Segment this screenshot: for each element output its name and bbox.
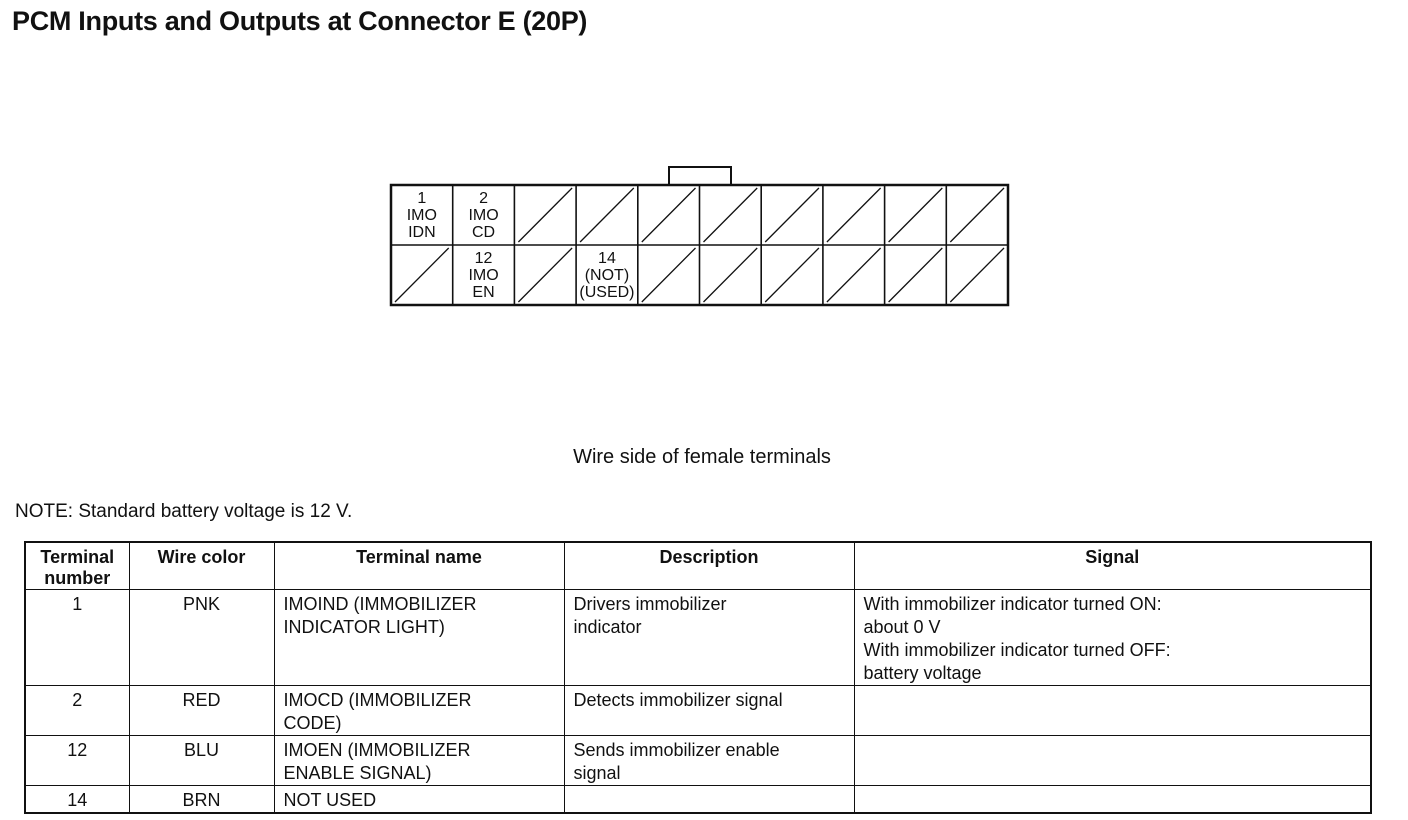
pin-number: 1	[417, 190, 426, 207]
io-table: Terminal number Wire color Terminal name…	[24, 541, 1372, 814]
empty-cavity-hatch	[517, 247, 573, 303]
pin-label: IMO	[468, 267, 498, 284]
wire-color: BLU	[128, 735, 275, 786]
header-terminal-number: Terminal number	[24, 541, 130, 590]
empty-cavity-hatch	[641, 247, 696, 303]
pin-number: 2	[479, 190, 488, 207]
header-description: Description	[563, 541, 855, 590]
empty-cavity-hatch	[888, 187, 943, 243]
terminal-name: IMOCD (IMMOBILIZER CODE)	[273, 685, 565, 736]
terminal-name: NOT USED	[273, 785, 565, 814]
empty-cavity-hatch	[826, 187, 882, 243]
terminal-number: 12	[24, 735, 130, 786]
terminal-signal	[853, 735, 1372, 786]
pin-label: IDN	[408, 224, 436, 241]
terminal-signal: With immobilizer indicator turned ON: ab…	[853, 589, 1372, 686]
terminal-number: 1	[24, 589, 130, 686]
terminal-name: IMOEN (IMMOBILIZER ENABLE SIGNAL)	[273, 735, 565, 786]
empty-cavity-hatch	[949, 247, 1005, 303]
empty-cavity-hatch	[826, 247, 882, 303]
terminal-number: 14	[24, 785, 130, 814]
empty-cavity-hatch	[641, 187, 696, 243]
table-row: 1 PNK IMOIND (IMMOBILIZER INDICATOR LIGH…	[24, 589, 1372, 686]
connector-lock-tab	[668, 166, 732, 187]
header-terminal-name: Terminal name	[273, 541, 565, 590]
terminal-name: IMOIND (IMMOBILIZER INDICATOR LIGHT)	[273, 589, 565, 686]
empty-cavity-hatch	[888, 247, 943, 303]
table-row: 2 RED IMOCD (IMMOBILIZER CODE) Detects i…	[24, 685, 1372, 736]
empty-cavity-hatch	[517, 187, 573, 243]
terminal-description: Drivers immobilizer indicator	[563, 589, 855, 686]
table-header-row: Terminal number Wire color Terminal name…	[24, 541, 1372, 590]
battery-voltage-note: NOTE: Standard battery voltage is 12 V.	[15, 501, 353, 522]
terminal-description: Sends immobilizer enable signal	[563, 735, 855, 786]
terminal-description	[563, 785, 855, 814]
terminal-description: Detects immobilizer signal	[563, 685, 855, 736]
table-row: 14 BRN NOT USED	[24, 785, 1372, 814]
table-row: 12 BLU IMOEN (IMMOBILIZER ENABLE SIGNAL)…	[24, 735, 1372, 786]
header-signal: Signal	[853, 541, 1372, 590]
wire-color: BRN	[128, 785, 275, 814]
terminal-number: 2	[24, 685, 130, 736]
empty-cavity-hatch	[579, 187, 635, 243]
pin-label: IMO	[407, 207, 437, 224]
header-wire-color: Wire color	[128, 541, 275, 590]
empty-cavity-hatch	[764, 187, 820, 243]
diagram-caption: Wire side of female terminals	[573, 446, 831, 468]
pin-label: EN	[472, 284, 494, 301]
pin-number: 12	[475, 250, 493, 267]
pin-number: 14	[598, 250, 616, 267]
empty-cavity-hatch	[764, 247, 820, 303]
empty-cavity-hatch	[949, 187, 1005, 243]
wire-color: PNK	[128, 589, 275, 686]
pin-label: CD	[472, 224, 495, 241]
empty-cavity-hatch	[703, 247, 758, 303]
wire-color: RED	[128, 685, 275, 736]
terminal-signal	[853, 685, 1372, 736]
empty-cavity-hatch	[703, 187, 758, 243]
pin-label: (USED)	[579, 284, 634, 301]
terminal-signal	[853, 785, 1372, 814]
pin-label: IMO	[468, 207, 498, 224]
empty-cavity-hatch	[394, 247, 450, 303]
page-title: PCM Inputs and Outputs at Connector E (2…	[12, 6, 588, 36]
pin-label: (NOT)	[585, 267, 629, 284]
